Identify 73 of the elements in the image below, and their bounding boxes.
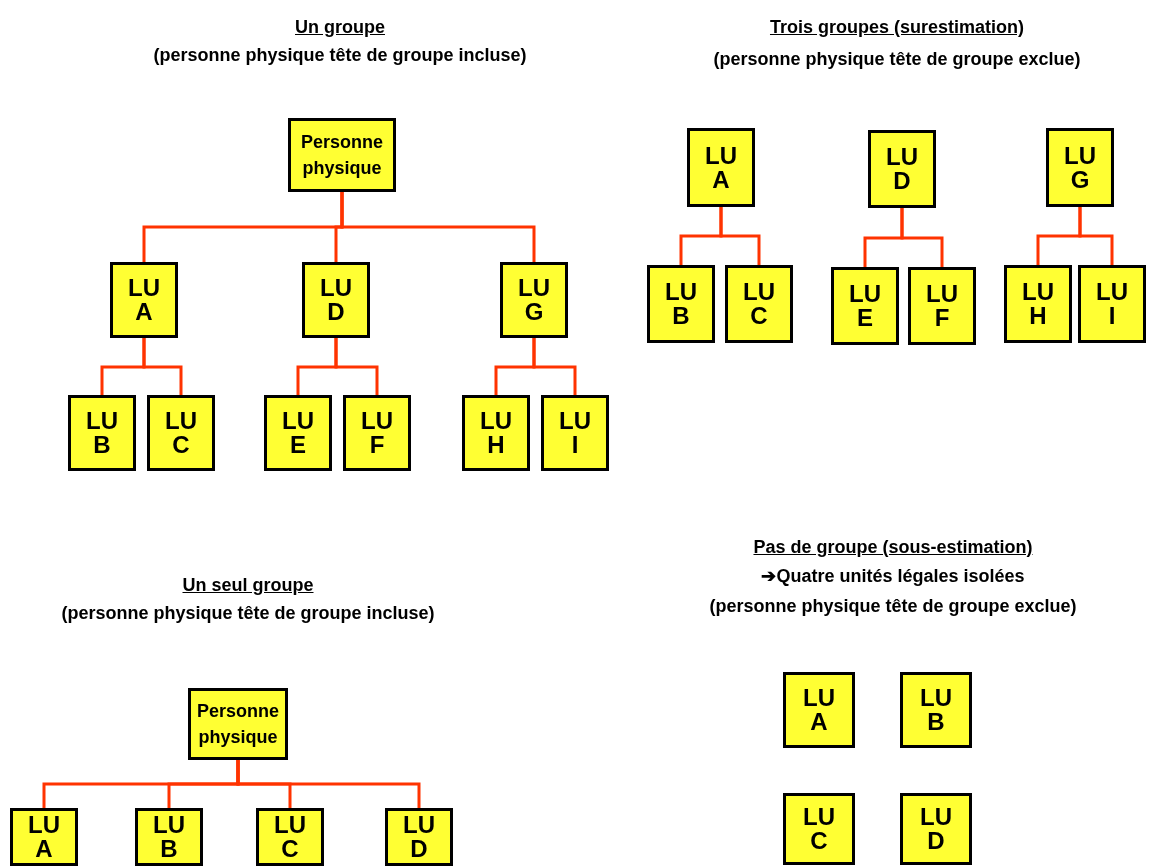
box-label: LU B (85, 409, 119, 457)
box-label: LU C (273, 813, 307, 861)
entity-box (831, 267, 899, 345)
section-subtitle: (personne physique tête de groupe exclue) (709, 595, 1077, 618)
box-label: LU C (742, 280, 776, 328)
entity-box (900, 793, 972, 865)
box-label: LU I (558, 409, 592, 457)
entity-box (385, 808, 453, 866)
box-label: LU B (152, 813, 186, 861)
box-label: Personne physique (196, 700, 280, 749)
entity-box (647, 265, 715, 343)
entity-box (1078, 265, 1146, 343)
entity-box (264, 395, 332, 471)
section-subtitle: (personne physique tête de groupe exclue) (713, 48, 1081, 71)
section-title: Pas de groupe (sous-estimation) (753, 536, 1033, 559)
connector-line (1078, 207, 1114, 265)
entity-box (188, 688, 288, 760)
box-label: LU B (664, 280, 698, 328)
entity-box (900, 672, 972, 748)
entity-box (783, 793, 855, 865)
box-label: LU I (1095, 280, 1129, 328)
entity-box (343, 395, 411, 471)
box-label: LU C (164, 409, 198, 457)
box-label: LU E (281, 409, 315, 457)
entity-box (500, 262, 568, 338)
connector-line (236, 760, 421, 808)
box-label: LU E (848, 282, 882, 330)
box-label: LU A (704, 143, 738, 192)
box-label: LU A (127, 276, 161, 324)
entity-box (462, 395, 530, 471)
entity-box (687, 128, 755, 207)
section-title: Un groupe (295, 16, 385, 39)
entity-box (541, 395, 609, 471)
entity-box (110, 262, 178, 338)
connector-line (340, 192, 536, 262)
box-label: LU G (1063, 143, 1097, 192)
connector-line (900, 208, 944, 267)
entity-box (68, 395, 136, 471)
box-label: LU H (479, 409, 513, 457)
box-label: LU F (925, 282, 959, 330)
box-label: LU D (885, 145, 919, 193)
box-label: Personne physique (300, 131, 384, 180)
box-label: LU D (402, 813, 436, 861)
entity-box (256, 808, 324, 866)
entity-box (135, 808, 203, 866)
box-label: LU C (802, 805, 836, 853)
section-title: Un seul groupe (182, 574, 314, 597)
connector-line (719, 207, 761, 265)
box-label: LU A (802, 686, 836, 734)
entity-box (1046, 128, 1114, 207)
section-subtitle: (personne physique tête de groupe incluse) (61, 602, 435, 625)
entity-box (10, 808, 78, 866)
box-label: LU B (919, 686, 953, 734)
box-label: LU F (360, 409, 394, 457)
connector-line (532, 338, 577, 395)
entity-box (725, 265, 793, 343)
entity-box (302, 262, 370, 338)
section-subtitle: (personne physique tête de groupe incluse) (153, 44, 527, 67)
entity-box (783, 672, 855, 748)
entity-box (908, 267, 976, 345)
section-subtitle: ➔Quatre unités légales isolées (761, 565, 1025, 588)
box-label: LU D (919, 805, 953, 853)
entity-box (147, 395, 215, 471)
entity-box (868, 130, 936, 208)
connector-line (142, 338, 183, 395)
box-label: LU D (319, 276, 353, 324)
entity-box (288, 118, 396, 192)
entity-box (1004, 265, 1072, 343)
box-label: LU H (1021, 280, 1055, 328)
section-title: Trois groupes (surestimation) (770, 16, 1024, 39)
box-label: LU A (27, 813, 61, 861)
connector-line (334, 338, 379, 395)
box-label: LU G (517, 276, 551, 324)
